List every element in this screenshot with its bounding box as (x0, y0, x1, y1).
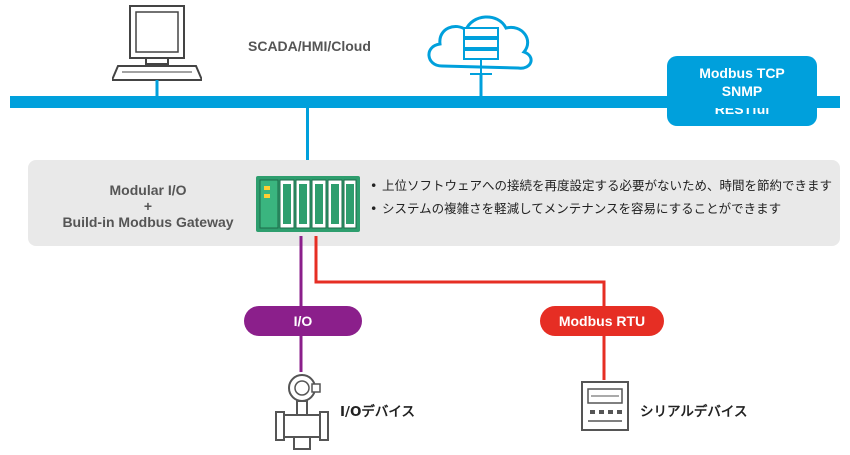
module-title-line3: Build-in Modbus Gateway (62, 214, 234, 230)
io-device-label: I/Oデバイス (340, 404, 416, 420)
ethernet-bus (10, 96, 840, 108)
io-module-icon (256, 176, 360, 232)
benefits-list: • 上位ソフトウェアへの接続を再度設定する必要がないため、時間を節約できます •… (370, 177, 835, 223)
module-title-line2: + (143, 198, 153, 214)
benefit-text: 上位ソフトウェアへの接続を再度設定する必要がないため、時間を節約できます (382, 178, 833, 193)
cloud-server-icon (427, 15, 533, 98)
io-badge: I/O (244, 306, 362, 336)
serial-device-label: シリアルデバイス (640, 404, 748, 420)
benefit-text: システムの複雑さを軽減してメンテナンスを容易にすることができます (382, 201, 782, 216)
protocol-modbus-tcp: Modbus TCP (699, 65, 785, 81)
network-title: SCADA/HMI/Cloud (248, 38, 371, 54)
benefit-item: • システムの複雑さを軽減してメンテナンスを容易にすることができます (370, 200, 835, 217)
module-title: Modular I/O + Build-in Modbus Gateway (44, 182, 252, 230)
modbus-rtu-badge: Modbus RTU (540, 306, 664, 336)
serial-meter-icon (581, 381, 629, 431)
bullet-marker: • (370, 201, 378, 216)
module-uplink (306, 108, 309, 174)
computer-icon (112, 5, 202, 96)
bullet-marker: • (370, 178, 378, 193)
module-panel (28, 160, 840, 246)
benefit-item: • 上位ソフトウェアへの接続を再度設定する必要がないため、時間を節約できます (370, 177, 835, 194)
module-title-line1: Modular I/O (109, 182, 187, 198)
protocols-box: Modbus TCP SNMP RESTful (667, 56, 817, 126)
rtu-line (314, 236, 606, 306)
flow-meter-icon (275, 374, 329, 450)
protocol-snmp: SNMP (721, 83, 763, 99)
